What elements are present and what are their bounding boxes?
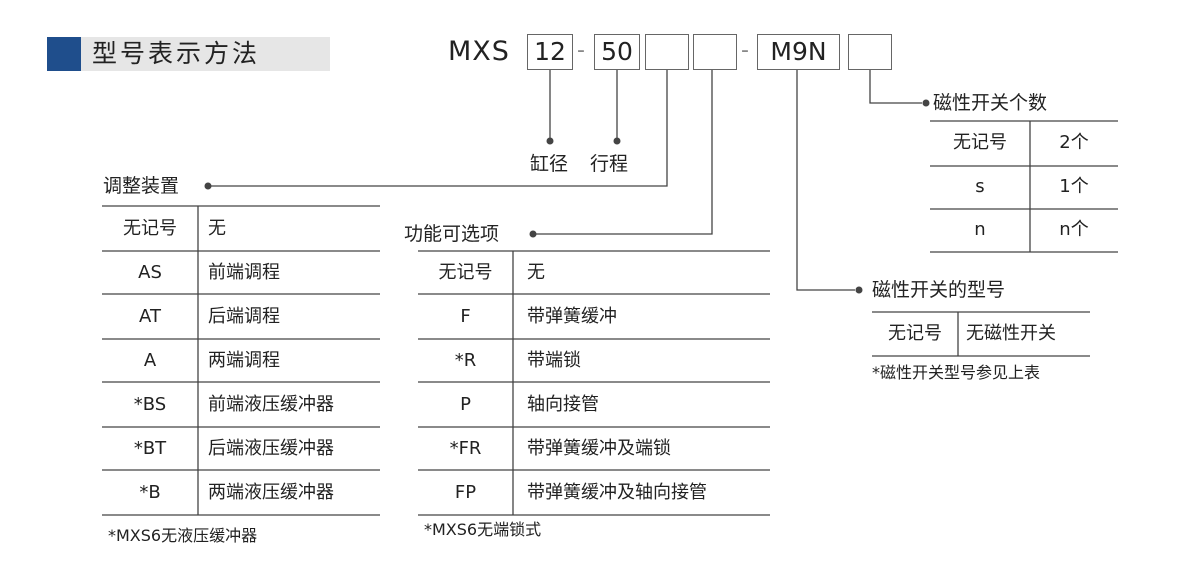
option-code: P xyxy=(460,394,471,415)
switch-note: *磁性开关型号参见上表 xyxy=(872,363,1041,382)
adjust-desc: 两端液压缓冲器 xyxy=(208,482,334,503)
bore-label: 缸径 xyxy=(530,153,569,175)
option-code: *FR xyxy=(449,438,482,459)
adjust-note: *MXS6无液压缓冲器 xyxy=(108,526,258,545)
adjust-desc: 无 xyxy=(208,218,226,239)
switch-count-box xyxy=(848,34,892,70)
switch-model-label: 磁性开关的型号 xyxy=(872,279,1006,301)
adjust-code: *B xyxy=(139,482,161,503)
count-code: s xyxy=(975,176,985,197)
bore-box: 12 xyxy=(527,34,573,70)
page-title: 型号表示方法 xyxy=(92,39,261,68)
adjust-code: *BT xyxy=(133,438,167,459)
option-code: *R xyxy=(454,350,477,371)
header-bar xyxy=(47,37,330,71)
adjust-code: 无记号 xyxy=(123,218,177,239)
option-desc: 轴向接管 xyxy=(527,394,599,415)
count-value: 1个 xyxy=(1059,176,1089,197)
adjust-box xyxy=(645,34,689,70)
switch-count-label: 磁性开关个数 xyxy=(933,92,1048,114)
adjust-desc: 后端调程 xyxy=(208,306,280,327)
option-desc: 带端锁 xyxy=(527,350,581,371)
adjust-desc: 前端液压缓冲器 xyxy=(208,394,334,415)
adjust-code: AT xyxy=(139,306,161,327)
option-code: F xyxy=(460,306,471,327)
count-value: 2个 xyxy=(1059,132,1089,153)
option-code: FP xyxy=(454,482,477,503)
count-code: 无记号 xyxy=(953,132,1007,153)
option-desc: 带弹簧缓冲及轴向接管 xyxy=(527,482,707,503)
switch-code: 无记号 xyxy=(888,323,942,344)
stroke-label: 行程 xyxy=(590,153,629,175)
adjust-desc: 前端调程 xyxy=(208,262,280,283)
adjust-code: *BS xyxy=(133,394,167,415)
option-desc: 带弹簧缓冲及端锁 xyxy=(527,438,671,459)
model-prefix: MXS xyxy=(448,36,510,67)
adjust-desc: 后端液压缓冲器 xyxy=(208,438,334,459)
adjust-desc: 两端调程 xyxy=(208,350,280,371)
option-box xyxy=(693,34,737,70)
switch-desc: 无磁性开关 xyxy=(966,323,1056,344)
adjust-code: A xyxy=(143,350,157,371)
option-label: 功能可选项 xyxy=(404,223,500,245)
header-accent-square xyxy=(47,37,81,71)
adjust-label: 调整装置 xyxy=(103,175,180,197)
option-note: *MXS6无端锁式 xyxy=(424,520,542,539)
dash-2: - xyxy=(741,38,749,63)
dash-1: - xyxy=(577,38,585,63)
option-code: 无记号 xyxy=(438,262,493,283)
stroke-box: 50 xyxy=(594,34,640,70)
option-desc: 带弹簧缓冲 xyxy=(527,306,617,327)
adjust-code: AS xyxy=(138,262,162,283)
option-desc: 无 xyxy=(527,262,545,283)
count-code: n xyxy=(974,219,986,240)
count-value: n个 xyxy=(1059,219,1089,240)
switch-model-box: M9N xyxy=(757,34,840,70)
